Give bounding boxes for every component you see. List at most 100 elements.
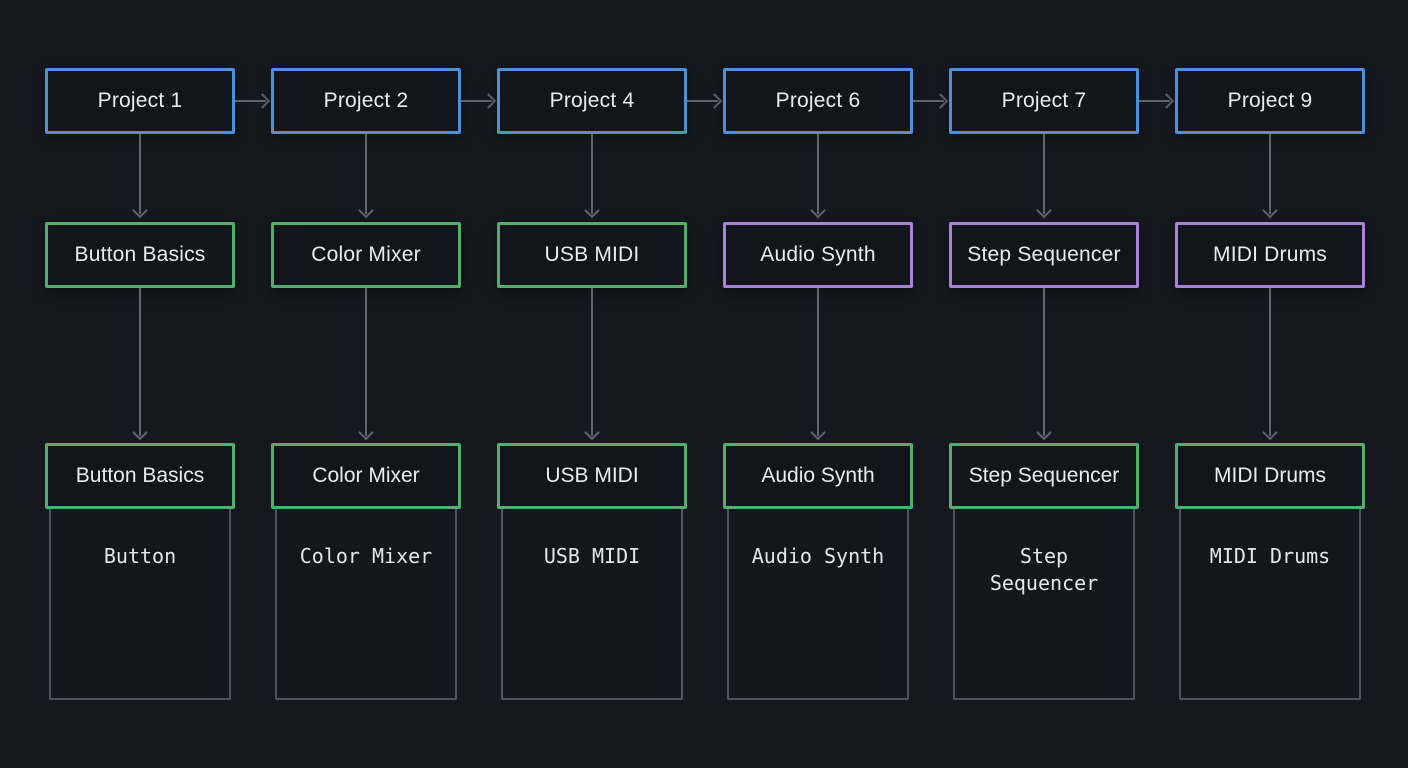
arrow-line [913, 100, 944, 102]
flow-column: Project 9 MIDI Drums MIDI Drums MIDI Dru… [1175, 0, 1365, 768]
flow-column: Project 6 Audio Synth Audio Synth Audio … [723, 0, 949, 768]
arrow-head [254, 93, 271, 109]
arrow-head [132, 424, 148, 441]
project-node: Project 6 [723, 68, 913, 134]
lesson-card-body: Color Mixer [275, 509, 457, 700]
lesson-card-body: Audio Synth [727, 509, 909, 700]
lesson-card-body-text: Audio Synth [751, 544, 885, 568]
arrow-line [1139, 100, 1170, 102]
lesson-label: Step Sequencer [967, 243, 1121, 266]
arrow-down-icon [583, 288, 601, 441]
arrow-down-icon [357, 288, 375, 441]
project-label: Project 6 [775, 89, 861, 112]
lesson-label: MIDI Drums [1213, 243, 1327, 266]
project-label: Project 1 [97, 89, 183, 112]
lesson-card-body-text: Color Mixer [299, 544, 433, 568]
arrow-line [817, 288, 819, 436]
lesson-card-title: Color Mixer [312, 464, 420, 487]
arrow-head [706, 93, 723, 109]
arrow-line [687, 100, 718, 102]
lesson-card: MIDI Drums MIDI Drums [1175, 443, 1365, 700]
project-node: Project 7 [949, 68, 1139, 134]
arrow-line [365, 134, 367, 214]
arrow-down-icon [131, 134, 149, 219]
arrow-right-icon [461, 93, 497, 109]
lesson-card-body-text: MIDI Drums [1209, 544, 1331, 568]
arrow-line [1043, 288, 1045, 436]
arrow-head [1036, 424, 1052, 441]
lesson-node: Color Mixer [271, 222, 461, 288]
flow-column: Project 7 Step Sequencer Step Sequencer … [949, 0, 1175, 768]
lesson-card-header: Step Sequencer [949, 443, 1139, 509]
arrow-head [480, 93, 497, 109]
lesson-card-title: Audio Synth [761, 464, 875, 487]
project-node: Project 4 [497, 68, 687, 134]
arrow-right-icon [235, 93, 271, 109]
arrow-head [810, 202, 826, 219]
lesson-label: USB MIDI [544, 243, 640, 266]
arrow-line [591, 288, 593, 436]
arrow-right-icon [913, 93, 949, 109]
lesson-node: Step Sequencer [949, 222, 1139, 288]
lesson-label: Color Mixer [311, 243, 421, 266]
project-label: Project 9 [1227, 89, 1313, 112]
arrow-line [1269, 288, 1271, 436]
arrow-head [1262, 424, 1278, 441]
lesson-node: Audio Synth [723, 222, 913, 288]
arrow-down-icon [809, 134, 827, 219]
arrow-down-icon [583, 134, 601, 219]
lesson-card-body-text: USB MIDI [543, 544, 641, 568]
arrow-down-icon [1261, 288, 1279, 441]
lesson-card-header: Color Mixer [271, 443, 461, 509]
arrow-head [932, 93, 949, 109]
lesson-card-header: Button Basics [45, 443, 235, 509]
arrow-head [1158, 93, 1175, 109]
lesson-card-body-text: Button [103, 544, 177, 568]
arrow-down-icon [809, 288, 827, 441]
lesson-card-header: USB MIDI [497, 443, 687, 509]
lesson-card: Audio Synth Audio Synth [723, 443, 913, 700]
lesson-card-body: Button [49, 509, 231, 700]
lesson-card-header: Audio Synth [723, 443, 913, 509]
lesson-card-title: Button Basics [75, 464, 205, 487]
arrow-down-icon [1035, 288, 1053, 441]
arrow-line [235, 100, 266, 102]
flow-column: Project 4 USB MIDI USB MIDI USB MIDI [497, 0, 723, 768]
arrow-line [365, 288, 367, 436]
arrow-line [1043, 134, 1045, 214]
arrow-head [584, 202, 600, 219]
arrow-right-icon [687, 93, 723, 109]
flow-column: Project 1 Button Basics Button Basics Bu… [45, 0, 271, 768]
project-node: Project 9 [1175, 68, 1365, 134]
project-label: Project 7 [1001, 89, 1087, 112]
arrow-head [358, 424, 374, 441]
arrow-head [132, 202, 148, 219]
flow-column: Project 2 Color Mixer Color Mixer Color … [271, 0, 497, 768]
arrow-head [810, 424, 826, 441]
lesson-node: Button Basics [45, 222, 235, 288]
lesson-card-title: Step Sequencer [968, 464, 1120, 487]
lesson-card-body: Step Sequencer [953, 509, 1135, 700]
lesson-card-header: MIDI Drums [1175, 443, 1365, 509]
arrow-line [591, 134, 593, 214]
arrow-line [1269, 134, 1271, 214]
lesson-card-title: USB MIDI [545, 464, 639, 487]
arrow-down-icon [357, 134, 375, 219]
arrow-line [139, 288, 141, 436]
lesson-node: USB MIDI [497, 222, 687, 288]
lesson-card: USB MIDI USB MIDI [497, 443, 687, 700]
arrow-head [1262, 202, 1278, 219]
lesson-card-body: MIDI Drums [1179, 509, 1361, 700]
arrow-line [817, 134, 819, 214]
arrow-head [584, 424, 600, 441]
lesson-card: Color Mixer Color Mixer [271, 443, 461, 700]
arrow-down-icon [131, 288, 149, 441]
project-node: Project 2 [271, 68, 461, 134]
arrow-head [358, 202, 374, 219]
arrow-line [461, 100, 492, 102]
arrow-head [1036, 202, 1052, 219]
project-label: Project 4 [549, 89, 635, 112]
lesson-card-body-text: Step Sequencer [989, 544, 1099, 595]
lesson-label: Button Basics [74, 243, 206, 266]
